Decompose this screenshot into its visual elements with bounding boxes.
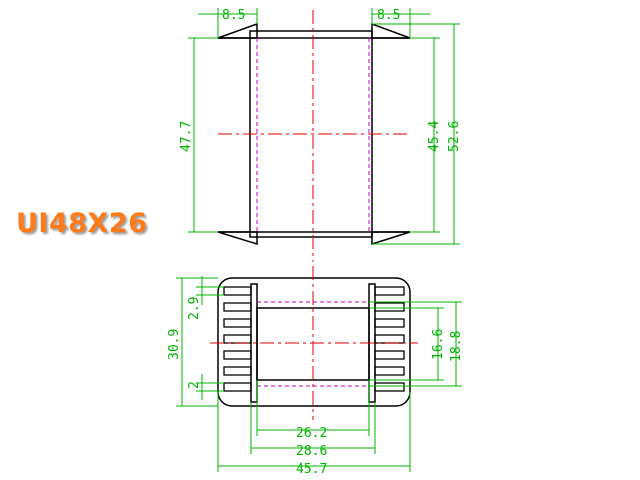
bottom-view-slots-left xyxy=(223,286,252,392)
bottom-view-outer xyxy=(217,277,411,407)
dim-overall-width: 45.7 xyxy=(296,462,327,477)
dim-overall-height-bottom: 30.9 xyxy=(167,329,182,360)
top-view-flange-bl xyxy=(217,231,258,246)
bottom-view-slots-right xyxy=(374,286,405,392)
top-view-hidden-lines xyxy=(256,38,370,232)
top-view-flange-tr xyxy=(371,22,411,39)
bottom-view-dimensions xyxy=(176,276,462,472)
part-number-title: UI48X26 xyxy=(16,208,148,239)
dim-inner-height-top: 45.4 xyxy=(427,121,442,152)
top-view-centerlines xyxy=(218,10,410,262)
dim-slot-gap: 2 xyxy=(187,381,202,389)
dim-flange-height-top: 52.6 xyxy=(447,121,462,152)
dim-right-flange: 8.5 xyxy=(377,8,400,23)
dim-overall-height-top: 47.7 xyxy=(179,121,194,152)
dim-window-width: 26.2 xyxy=(296,426,327,441)
dim-body-width: 28.6 xyxy=(296,444,327,459)
dim-slot-pitch: 2.9 xyxy=(187,297,202,320)
dim-window-height: 16.6 xyxy=(431,329,446,360)
bottom-view-centerlines xyxy=(210,266,418,420)
top-view-flange-br xyxy=(371,231,411,246)
bottom-view xyxy=(217,277,411,407)
top-view-dimensions xyxy=(188,8,460,245)
dim-window-outer-height: 18.8 xyxy=(449,331,464,362)
dim-left-flange: 8.5 xyxy=(222,8,245,23)
